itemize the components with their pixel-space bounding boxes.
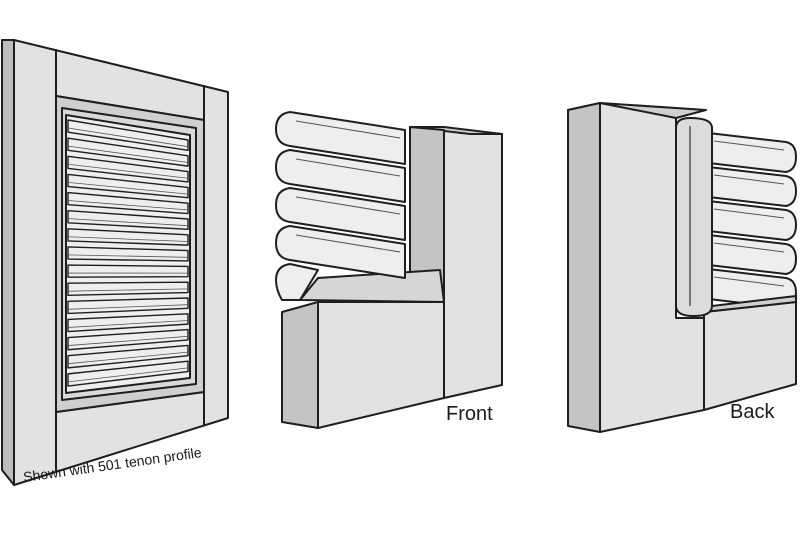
label-front: Front [446,403,493,425]
louver-slat [68,282,188,295]
front-section-louvers [276,112,405,300]
full-shutter-panel [2,40,228,485]
back-section-louvers [700,132,796,308]
louver-slat [68,265,188,277]
back-section-detail [568,103,796,432]
front-section-detail [276,112,502,428]
louver-back [700,132,796,172]
label-back: Back [730,401,775,423]
